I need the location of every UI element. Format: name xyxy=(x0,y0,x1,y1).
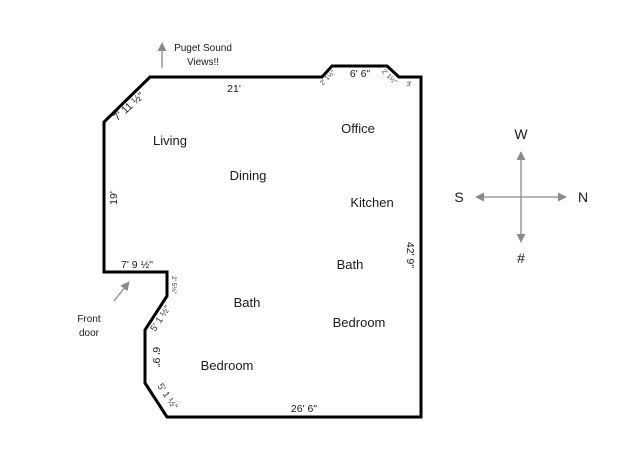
room-label-bath-lower: Bath xyxy=(234,295,261,310)
dimension-entry-step: 2' 5½" xyxy=(170,276,178,295)
compass: W S N # xyxy=(454,126,588,266)
dimension-bottom-wall: 26' 6" xyxy=(291,403,317,415)
dimension-right-wall: 42' 9" xyxy=(404,242,416,268)
dimension-lower-left-diagonal-lower: 5' 1 ½" xyxy=(155,381,180,411)
front-door-note-line1: Front xyxy=(77,314,101,325)
views-note-line1: Puget Sound xyxy=(174,43,232,54)
dimension-bump-right-step: 3' xyxy=(407,81,412,88)
floor-plan-outline xyxy=(102,64,423,419)
dimension-top-wall: 21' xyxy=(227,83,241,95)
compass-label-north: N xyxy=(578,189,588,205)
dimension-top-left-diagonal: 7' 11 ½" xyxy=(111,90,147,124)
views-note-line2: Views!! xyxy=(187,57,219,68)
dimension-entry-ledge: 7' 9 ½" xyxy=(121,259,153,271)
dimension-lower-left-wall: 6' 9" xyxy=(150,347,162,368)
room-label-living: Living xyxy=(153,133,187,148)
room-label-bath-upper: Bath xyxy=(337,257,364,272)
front-door-note-line2: door xyxy=(79,328,100,339)
room-label-bedroom-right: Bedroom xyxy=(333,315,386,330)
room-label-dining: Dining xyxy=(230,168,267,183)
compass-label-south: S xyxy=(454,189,463,205)
dimension-top-bump: 6' 6" xyxy=(350,68,371,80)
room-label-bedroom-lower: Bedroom xyxy=(201,358,254,373)
room-label-kitchen: Kitchen xyxy=(350,195,393,210)
compass-label-west: W xyxy=(514,126,528,142)
compass-label-bottom: # xyxy=(517,250,525,266)
dimension-left-wall: 19' xyxy=(108,191,120,205)
room-label-office: Office xyxy=(341,121,375,136)
front-door-arrow xyxy=(113,281,130,302)
